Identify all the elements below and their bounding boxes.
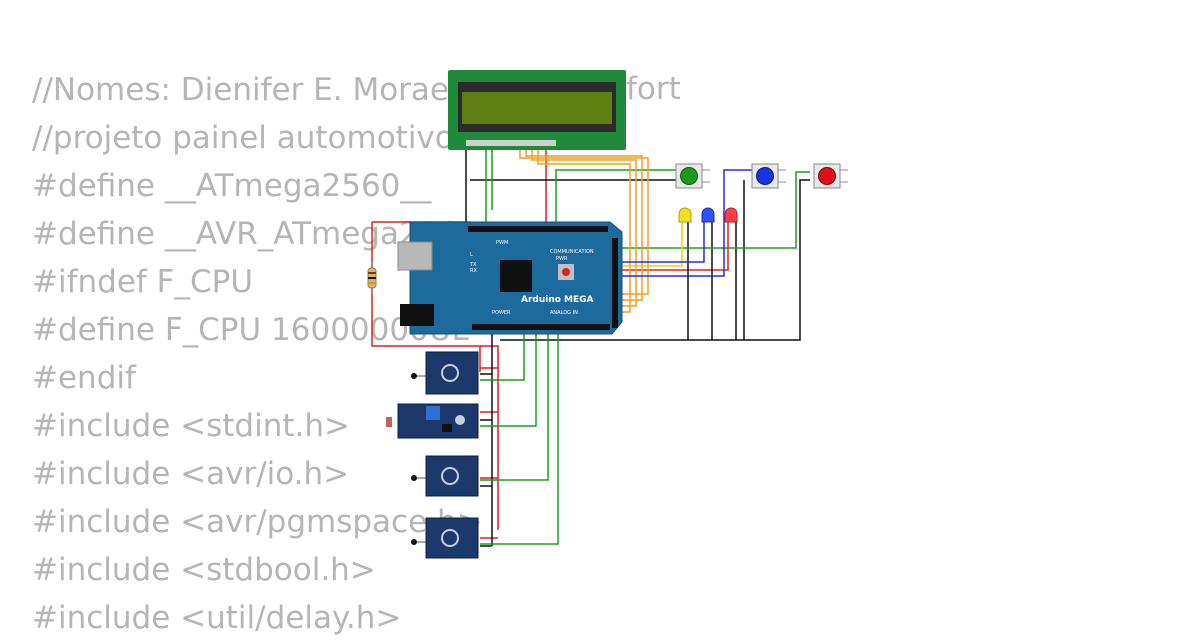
code-line: #include <avr/io.h> — [32, 456, 350, 492]
code-line: //projeto painel automotivo — [32, 120, 454, 156]
code-line: #endif — [32, 360, 136, 396]
sensor-module-2 — [386, 403, 479, 439]
sensor-module-3 — [411, 455, 479, 497]
push-button-green[interactable] — [675, 163, 710, 189]
push-button-blue[interactable] — [751, 163, 786, 189]
sensor-module-1 — [411, 351, 479, 395]
code-line: #ifndef F_CPU — [32, 264, 254, 300]
code-line-tail: fort — [626, 71, 681, 107]
code-line: #define __ATmega2560__ — [32, 168, 432, 204]
led-yellow — [678, 207, 692, 223]
pwm-label: PWM — [496, 240, 508, 246]
led-red — [724, 207, 738, 223]
code-background: //Nomes: Dienifer E. Moraes //projeto pai… — [32, 66, 509, 642]
push-button-red[interactable] — [813, 163, 848, 189]
lcd-display-icon — [448, 70, 626, 150]
arduino-mega-board: PWM COMMUNICATION PWR L TX RX Arduino ME… — [397, 221, 623, 335]
led-blue — [701, 207, 715, 223]
usb-port — [397, 241, 433, 271]
communication-label: COMMUNICATION — [550, 249, 594, 255]
rx-led-label: RX — [470, 268, 477, 274]
power-label: POWER — [492, 310, 511, 316]
tx-led-label: TX — [469, 262, 477, 268]
l-led-label: L — [470, 252, 473, 258]
power-jack — [400, 304, 434, 326]
analog-in-label: ANALOG IN — [550, 310, 578, 316]
microcontroller-icon — [500, 260, 532, 292]
pwr-led-label: PWR — [556, 256, 568, 262]
wires — [371, 150, 810, 547]
code-line: #include <stdint.h> — [32, 408, 350, 444]
resistor-icon — [367, 262, 377, 294]
code-line: #include <stdbool.h> — [32, 552, 376, 588]
code-line: //Nomes: Dienifer E. Moraes — [32, 72, 466, 108]
sensor-module-4 — [411, 517, 479, 559]
board-name: Arduino MEGA — [521, 295, 594, 305]
